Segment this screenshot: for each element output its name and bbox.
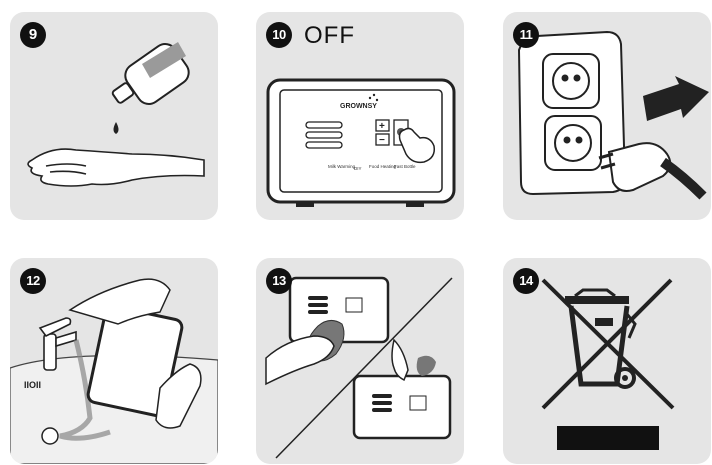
- hand-bottom-icon: [155, 363, 202, 429]
- wall-socket-icon: [517, 30, 627, 196]
- plug-icon: [598, 142, 707, 200]
- step-10-panel: 10 OFF GROWNSY + − Milk Warming DIY Food…: [256, 12, 464, 220]
- step-11-badge: 11: [513, 22, 539, 48]
- hand-top-icon: [68, 278, 171, 325]
- drop-icon: [113, 122, 119, 134]
- label-food-heating: Food Heating: [369, 164, 397, 169]
- minus-button: [375, 133, 390, 146]
- water-stream: [59, 339, 111, 441]
- cloth-lower-icon: [416, 355, 436, 376]
- step-13-panel: 13: [256, 258, 464, 464]
- step-10-badge: 10: [266, 22, 292, 48]
- off-caption: OFF: [304, 22, 355, 49]
- disposal-bar: [557, 426, 659, 450]
- step-9-panel: 9: [10, 12, 218, 220]
- step-14-panel: 14: [503, 258, 711, 464]
- step-13-illustration: [265, 276, 453, 459]
- divider-line: [275, 277, 453, 459]
- plus-button: [375, 119, 390, 132]
- device-brand: GROWNSY: [340, 103, 377, 110]
- svg-text:+: +: [379, 121, 385, 132]
- hand-wiping-icon: [265, 335, 335, 386]
- crossed-bin-icon: [541, 278, 675, 410]
- sanitizer-bottle-icon: [111, 42, 190, 105]
- step-12-badge: 12: [20, 268, 46, 294]
- step-14-badge: 14: [513, 268, 539, 294]
- label-milk-warming: Milk Warming: [328, 164, 356, 169]
- label-fast-bottle: Fast Bottle: [394, 164, 416, 169]
- step-10-illustration: GROWNSY + − Milk Warming DIY Food Heatin…: [266, 78, 456, 207]
- step-9-badge: 9: [20, 22, 46, 48]
- indicator-list: [305, 121, 343, 149]
- device-lower-icon: [352, 374, 452, 440]
- device-upper-icon: [288, 276, 390, 344]
- step-14-illustration: [541, 278, 675, 450]
- drain-icon: [41, 427, 59, 445]
- pressing-finger-icon: [398, 127, 436, 164]
- label-diy: DIY: [354, 166, 362, 171]
- faucet-mark: IIOII: [24, 380, 41, 390]
- step-12-illustration: IIOII: [10, 278, 218, 464]
- step-11-panel: 11: [503, 12, 711, 220]
- pull-arrow-icon: [643, 76, 709, 121]
- svg-text:−: −: [379, 135, 385, 146]
- step-13-badge: 13: [266, 268, 292, 294]
- hand-lower-icon: [391, 338, 409, 382]
- hand-icon: [27, 148, 205, 187]
- sparkle-icon: [368, 93, 379, 102]
- step-9-illustration: [27, 42, 205, 187]
- step-11-illustration: [517, 30, 709, 200]
- step-12-panel: 12 IIOII: [10, 258, 218, 464]
